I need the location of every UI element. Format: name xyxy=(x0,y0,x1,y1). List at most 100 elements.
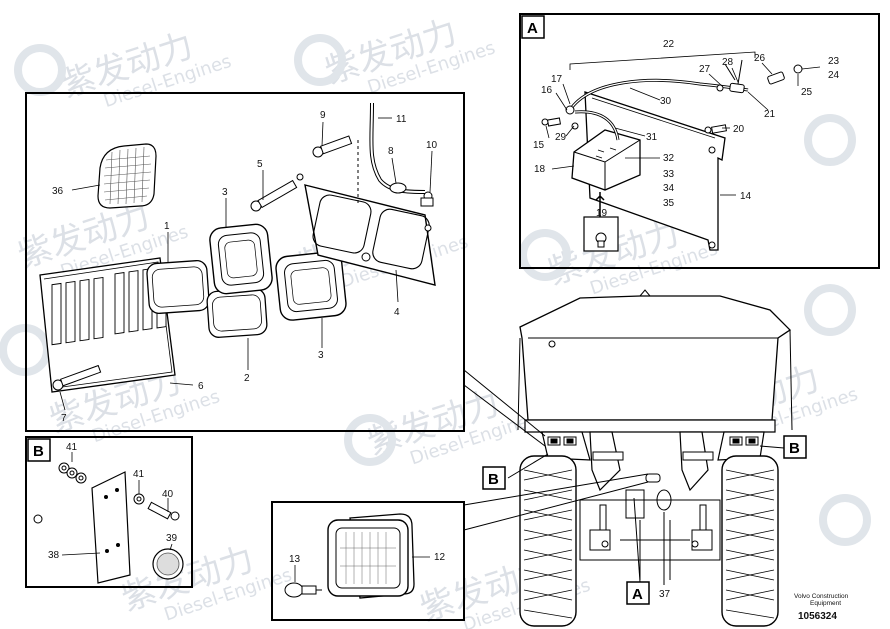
lamp-housing-3-lower xyxy=(275,251,347,321)
machine-rear-view xyxy=(517,289,793,627)
footer-code: 1056324 xyxy=(798,611,837,622)
bulb-19 xyxy=(595,232,607,248)
detail-a-view: A xyxy=(519,13,880,269)
labels-b: 41 41 40 39 38 xyxy=(48,442,178,561)
label-41-left: 41 xyxy=(66,442,78,453)
marker-a: A xyxy=(626,581,650,605)
label-1: 1 xyxy=(164,221,170,232)
grille-6 xyxy=(39,257,176,393)
screw-9 xyxy=(312,135,353,158)
label-12: 12 xyxy=(434,552,446,563)
lamp-12 xyxy=(327,513,415,599)
footer-equipment: Equipment xyxy=(810,600,841,607)
label-21: 21 xyxy=(764,109,776,120)
label-41-right: 41 xyxy=(133,469,145,480)
tyre-right xyxy=(721,455,779,627)
label-28: 28 xyxy=(722,57,734,68)
label-23: 23 xyxy=(828,56,840,67)
marker-b-right: B xyxy=(783,435,807,459)
label-6: 6 xyxy=(198,381,204,392)
washers-41 xyxy=(58,462,145,505)
label-29: 29 xyxy=(555,132,567,143)
reflector-36 xyxy=(97,143,157,209)
label-24: 24 xyxy=(828,70,840,81)
label-16: 16 xyxy=(541,85,553,96)
label-15: 15 xyxy=(533,140,545,151)
detail-b-view: B 41 41 40 39 xyxy=(25,436,193,588)
label-32: 32 xyxy=(663,153,675,164)
label-27: 27 xyxy=(699,64,711,75)
label-26: 26 xyxy=(754,53,766,64)
detail-b-letter: B xyxy=(33,443,44,460)
marker-b-left: B xyxy=(482,466,506,490)
leaders-b xyxy=(61,452,173,556)
label-3-lower: 3 xyxy=(318,350,324,361)
label-33: 33 xyxy=(663,169,675,180)
detail-a-letter: A xyxy=(527,20,538,37)
grommet-8 xyxy=(389,182,407,194)
leaders-main xyxy=(59,117,433,411)
detail-lamp-view: 13 12 xyxy=(271,501,465,621)
label-19: 19 xyxy=(596,208,608,219)
label-18: 18 xyxy=(534,164,546,175)
rear-lights-left xyxy=(547,436,577,446)
callout-lines xyxy=(463,369,785,585)
footer: Volvo Construction Equipment 1056324 xyxy=(794,593,849,622)
detail-lamp-frame xyxy=(271,501,465,621)
marker-b-right-text: B xyxy=(789,440,800,457)
label-37: 37 xyxy=(659,589,671,600)
nut-b xyxy=(33,514,43,524)
plate-38 xyxy=(91,471,131,584)
label-14: 14 xyxy=(740,191,752,202)
bulb-13 xyxy=(284,582,322,598)
lamp-housing-3-upper xyxy=(209,223,273,295)
marker-b-left-text: B xyxy=(488,471,499,488)
nut-small xyxy=(296,173,304,181)
screw-7 xyxy=(52,364,102,391)
leaders-lamp xyxy=(294,556,430,582)
label-2: 2 xyxy=(244,373,250,384)
detail-b-frame xyxy=(25,436,193,588)
label-17: 17 xyxy=(551,74,563,85)
footer-company: Volvo Construction xyxy=(794,593,849,600)
label-25: 25 xyxy=(801,87,813,98)
label-30: 30 xyxy=(660,96,672,107)
labels-a: 22 17 16 29 15 18 30 31 32 33 34 35 20 1… xyxy=(533,39,840,219)
reflector-39 xyxy=(152,548,184,580)
cable-31 xyxy=(574,111,619,141)
leaders-a xyxy=(545,62,821,196)
screw-5 xyxy=(250,179,298,212)
label-3-upper: 3 xyxy=(222,187,228,198)
label-40: 40 xyxy=(162,489,174,500)
labels-main: 36 1 3 5 9 11 8 10 4 3 2 6 7 xyxy=(52,110,438,424)
fasteners-main xyxy=(52,135,434,391)
clip-10 xyxy=(420,191,434,207)
lamp-18 xyxy=(571,129,641,191)
main-view-frame xyxy=(25,92,465,432)
marker-a-text: A xyxy=(632,586,643,603)
label-5: 5 xyxy=(257,159,263,170)
label-39: 39 xyxy=(166,533,178,544)
label-10: 10 xyxy=(426,140,438,151)
bracket-14 xyxy=(584,91,726,251)
dimension-22 xyxy=(569,51,756,70)
label-9: 9 xyxy=(320,110,326,121)
detail-a-frame xyxy=(519,13,880,269)
label-7: 7 xyxy=(61,413,67,424)
label-4: 4 xyxy=(394,307,400,318)
screw-40 xyxy=(147,501,180,521)
rear-lights-right xyxy=(729,436,759,446)
label-35: 35 xyxy=(663,198,675,209)
label-13: 13 xyxy=(289,554,301,565)
label-22: 22 xyxy=(663,39,675,50)
label-31: 31 xyxy=(646,132,658,143)
tyre-left xyxy=(519,455,577,627)
main-exploded-view: 36 1 3 5 9 11 8 10 4 3 2 6 7 xyxy=(25,92,465,432)
lamp-1 xyxy=(146,259,210,315)
label-34: 34 xyxy=(663,183,675,194)
lamp-2 xyxy=(206,288,268,338)
label-8: 8 xyxy=(388,146,394,157)
label-20: 20 xyxy=(733,124,745,135)
label-36: 36 xyxy=(52,186,64,197)
